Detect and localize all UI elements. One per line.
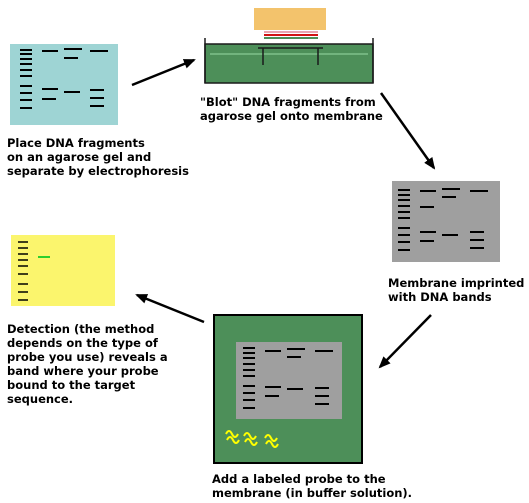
process-arrows: [131, 58, 436, 369]
step-3-caption: Membrane imprinted with DNA bands: [388, 276, 525, 304]
detection-film: [11, 235, 115, 306]
arrow-icon: [135, 293, 205, 324]
step-2-caption: "Blot" DNA fragments from agarose gel on…: [200, 95, 383, 123]
labeled-probes: [225, 430, 279, 448]
hybridization-tray: [213, 314, 363, 464]
stack-layer: [264, 34, 318, 36]
squiggle-probe-icon: [225, 430, 240, 444]
gel-bands: [20, 48, 108, 109]
wick-outline: [258, 47, 323, 65]
step-1-caption: Place DNA fragments on an agarose gel an…: [7, 136, 189, 178]
arrow-icon: [379, 92, 436, 170]
stack-layer: [264, 37, 318, 39]
stack-layer: [264, 31, 318, 33]
blotting-tray: [204, 8, 374, 84]
membrane-bands: [398, 188, 488, 251]
buffer-tray: [204, 43, 374, 84]
film-bands: [18, 241, 28, 301]
agarose-gel: [10, 44, 118, 125]
absorbent-pad: [254, 8, 326, 30]
squiggle-probe-icon: [243, 432, 258, 446]
squiggle-probe-icon: [264, 434, 279, 448]
step-5-caption: Add a labeled probe to the membrane (in …: [212, 472, 413, 500]
hybridization-bands: [243, 347, 333, 409]
stack-layer: [264, 40, 318, 42]
arrow-icon: [131, 58, 196, 87]
arrow-icon: [378, 314, 432, 369]
hybridization-membrane: [236, 342, 342, 419]
step-4-caption: Detection (the method depends on the typ…: [7, 322, 168, 406]
membrane: [392, 181, 500, 262]
transfer-stack: [264, 31, 318, 42]
